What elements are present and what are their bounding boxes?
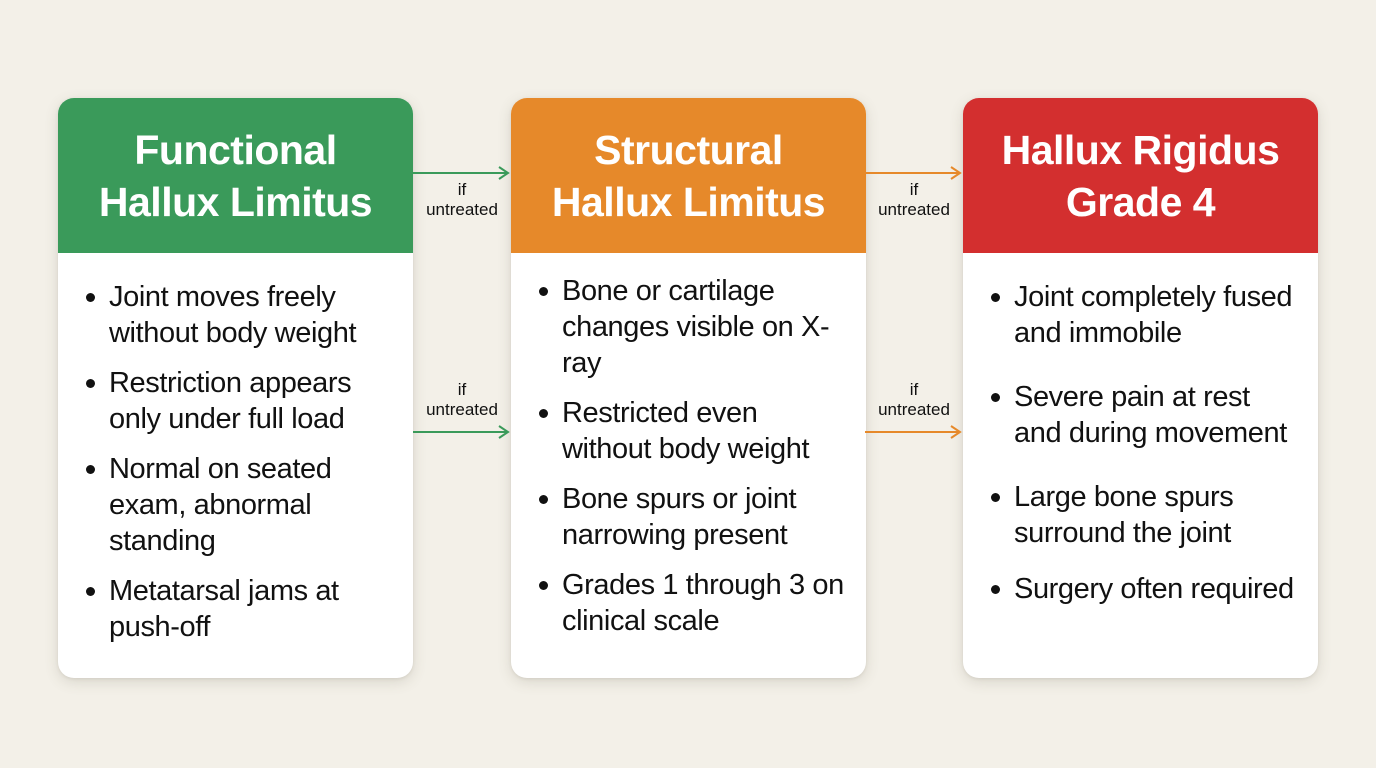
list-item: Bone spurs or joint narrowing present xyxy=(537,481,846,553)
connector-label: if untreated xyxy=(878,180,950,219)
stage-title-functional: Functional Hallux Limitus xyxy=(58,98,413,253)
list-item: Restricted even without body weight xyxy=(537,395,846,467)
arrow-right-icon xyxy=(865,166,962,180)
stage-title-structural: Structural Hallux Limitus xyxy=(511,98,866,253)
connector-structural-to-rigidus-middle: if untreated xyxy=(865,380,963,440)
stage-card-functional: Functional Hallux Limitus Joint moves fr… xyxy=(58,98,413,678)
arrow-right-icon xyxy=(413,425,510,439)
bullet-icon xyxy=(86,587,95,596)
connector-functional-to-structural-top: if untreated xyxy=(413,166,511,226)
arrow-right-icon xyxy=(865,425,962,439)
bullet-icon xyxy=(86,293,95,302)
list-item: Grades 1 through 3 on clinical scale xyxy=(537,567,846,639)
bullet-icon xyxy=(539,409,548,418)
connector-functional-to-structural-middle: if untreated xyxy=(413,380,511,440)
bullet-icon xyxy=(991,393,1000,402)
list-item: Bone or cartilage changes visible on X-r… xyxy=(537,273,846,381)
stage-body-functional: Joint moves freely without body weight R… xyxy=(58,253,413,645)
bullet-list: Joint moves freely without body weight R… xyxy=(84,279,393,645)
bullet-icon xyxy=(539,287,548,296)
list-item: Normal on seated exam, abnormal standing xyxy=(84,451,393,559)
bullet-icon xyxy=(539,581,548,590)
list-item: Restriction appears only under full load xyxy=(84,365,393,437)
stage-body-rigidus: Joint completely fused and immobile Seve… xyxy=(963,253,1318,607)
stage-card-structural: Structural Hallux Limitus Bone or cartil… xyxy=(511,98,866,678)
stage-body-structural: Bone or cartilage changes visible on X-r… xyxy=(511,253,866,639)
bullet-icon xyxy=(539,495,548,504)
bullet-icon xyxy=(86,465,95,474)
list-item: Joint completely fused and immobile xyxy=(989,279,1298,351)
bullet-list: Joint completely fused and immobile Seve… xyxy=(989,279,1298,607)
connector-structural-to-rigidus-top: if untreated xyxy=(865,166,963,226)
bullet-list: Bone or cartilage changes visible on X-r… xyxy=(537,273,846,639)
connector-label: if untreated xyxy=(878,380,950,419)
list-item: Metatarsal jams at push-off xyxy=(84,573,393,645)
bullet-icon xyxy=(991,293,1000,302)
list-item: Large bone spurs surround the joint xyxy=(989,479,1298,551)
list-item: Joint moves freely without body weight xyxy=(84,279,393,351)
connector-label: if untreated xyxy=(426,380,498,419)
bullet-icon xyxy=(991,493,1000,502)
bullet-icon xyxy=(86,379,95,388)
arrow-right-icon xyxy=(413,166,510,180)
stage-title-rigidus: Hallux Rigidus Grade 4 xyxy=(963,98,1318,253)
connector-label: if untreated xyxy=(426,180,498,219)
list-item: Surgery often required xyxy=(989,571,1298,607)
stage-card-rigidus: Hallux Rigidus Grade 4 Joint completely … xyxy=(963,98,1318,678)
bullet-icon xyxy=(991,585,1000,594)
list-item: Severe pain at rest and during movement xyxy=(989,379,1298,451)
